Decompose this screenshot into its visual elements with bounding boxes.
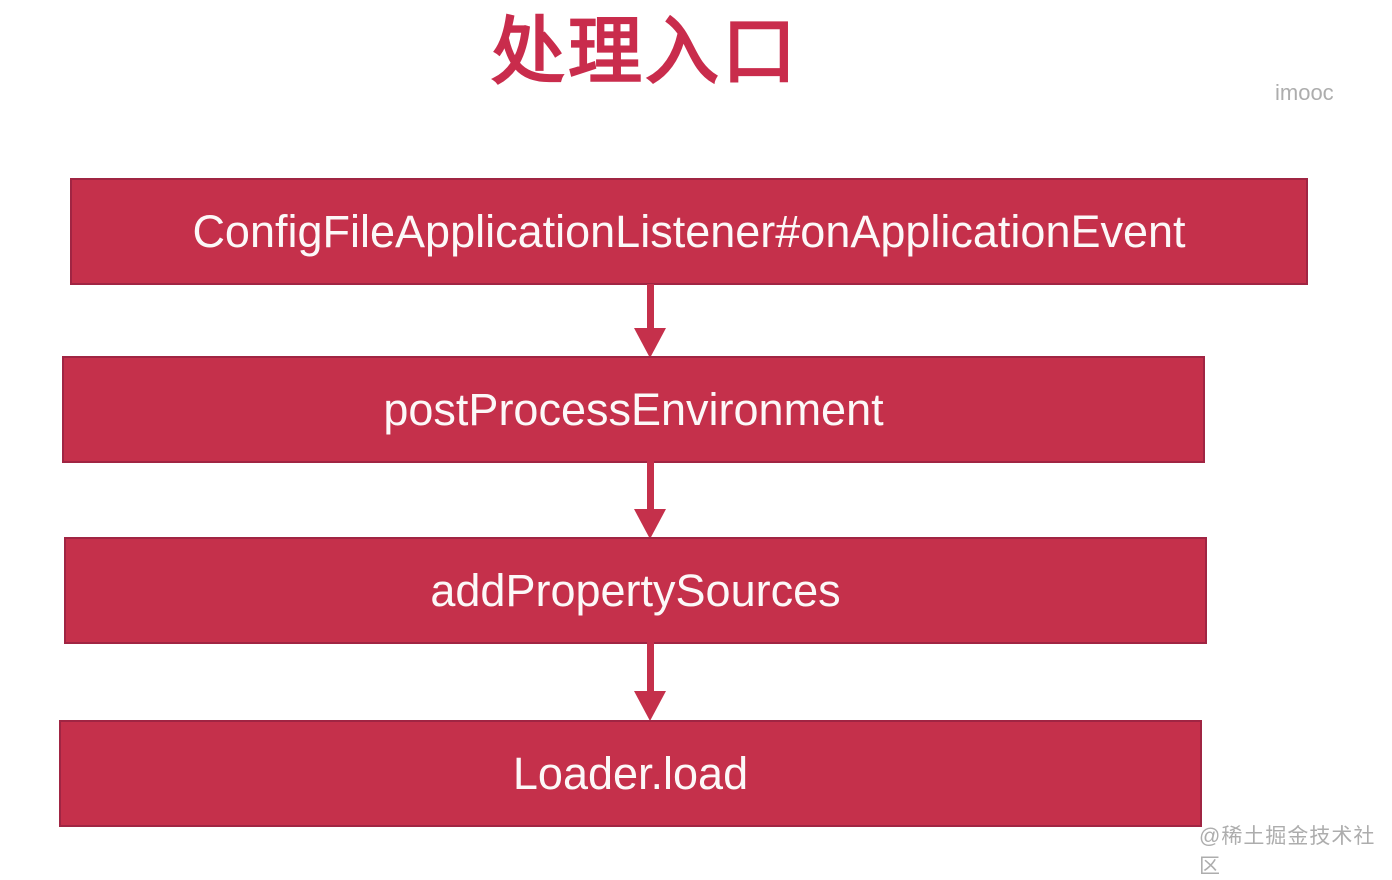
flow-node-add-property-sources: addPropertySources xyxy=(64,537,1207,644)
flow-node-label: ConfigFileApplicationListener#onApplicat… xyxy=(192,205,1186,257)
arrow-down-icon xyxy=(634,509,666,539)
arrow-down-icon xyxy=(634,691,666,721)
flow-node-label: Loader.load xyxy=(512,747,749,799)
flow-connector-3 xyxy=(634,641,666,721)
juejin-watermark: @稀土掘金技术社区 xyxy=(1199,825,1376,878)
page-title: 处理入口 xyxy=(491,10,799,93)
flow-connector-2 xyxy=(634,461,666,539)
arrow-line xyxy=(646,461,654,509)
flow-node-loader-load: Loader.load xyxy=(59,720,1202,827)
flow-connector-1 xyxy=(634,284,666,358)
arrow-line xyxy=(646,641,654,691)
flow-node-config-file-application-listener: ConfigFileApplicationListener#onApplicat… xyxy=(70,178,1308,285)
arrow-line xyxy=(646,284,654,328)
imooc-watermark: imooc xyxy=(1275,80,1334,105)
flow-node-label: postProcessEnvironment xyxy=(383,383,884,435)
flow-node-label: addPropertySources xyxy=(430,564,841,616)
arrow-down-icon xyxy=(634,328,666,358)
flow-node-post-process-environment: postProcessEnvironment xyxy=(62,356,1205,463)
